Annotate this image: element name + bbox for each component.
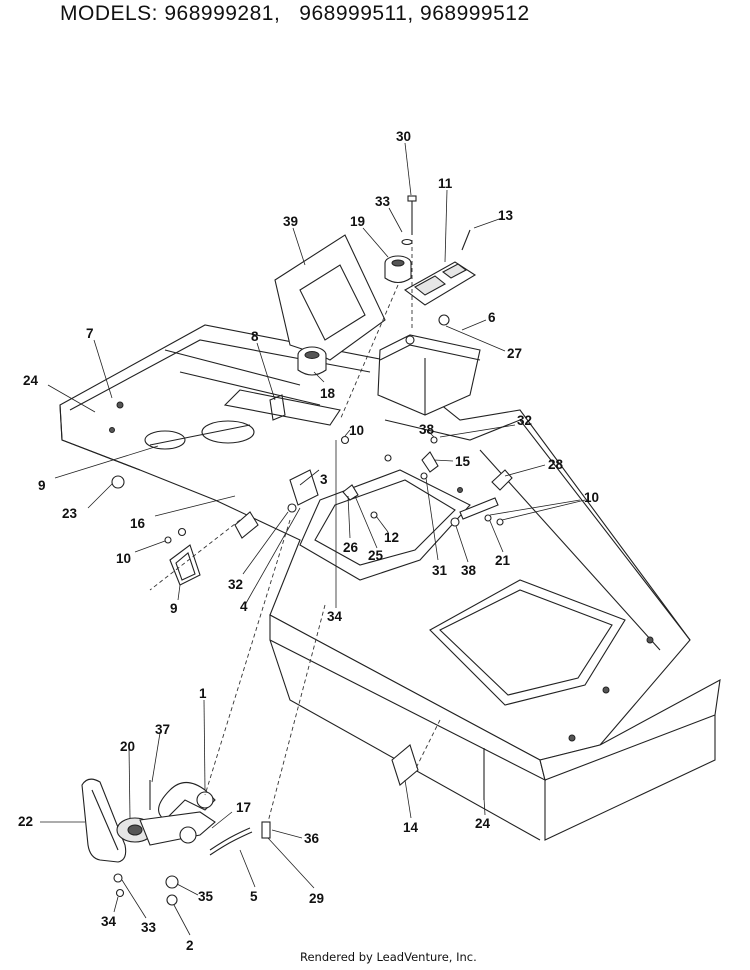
callout-39: 39 [283, 214, 298, 229]
callout-3: 3 [320, 472, 328, 487]
bushing-18 [297, 346, 327, 376]
render-credit: Rendered by LeadVenture, Inc. [300, 950, 477, 964]
callout-24: 24 [475, 816, 491, 831]
callout-28: 28 [548, 457, 564, 472]
callout-9: 9 [38, 478, 46, 493]
callout-15: 15 [455, 454, 471, 469]
callout-23: 23 [62, 506, 78, 521]
callout-labels: 30 33 11 13 39 19 6 27 7 8 18 24 10 38 3… [18, 129, 599, 953]
callout-34: 34 [101, 914, 117, 929]
callout-35: 35 [198, 889, 214, 904]
fasteners [111, 195, 513, 586]
callout-33: 33 [375, 194, 391, 209]
callout-38: 38 [461, 563, 477, 578]
callout-38: 38 [419, 422, 435, 437]
callout-24: 24 [23, 373, 39, 388]
callout-34: 34 [327, 609, 343, 624]
callout-17: 17 [236, 800, 251, 815]
models-title: MODELS: 968999281, 968999511, 968999512 [60, 2, 530, 25]
bracket-39 [274, 234, 386, 361]
callout-4: 4 [240, 599, 248, 614]
callout-19: 19 [350, 214, 365, 229]
callout-10: 10 [116, 551, 131, 566]
callout-6: 6 [488, 310, 496, 325]
leader-lines [40, 142, 586, 936]
callout-5: 5 [250, 889, 258, 904]
callout-20: 20 [120, 739, 135, 754]
callout-22: 22 [18, 814, 33, 829]
callout-12: 12 [384, 530, 399, 545]
frame-plate [59, 324, 721, 841]
callout-36: 36 [304, 831, 320, 846]
switch-11 [403, 261, 477, 306]
callout-8: 8 [251, 329, 259, 344]
callout-32: 32 [517, 413, 532, 428]
assembly-lines [149, 240, 441, 823]
callout-14: 14 [403, 820, 419, 835]
callout-1: 1 [199, 686, 207, 701]
idler-assembly [81, 778, 271, 906]
callout-21: 21 [495, 553, 511, 568]
callout-30: 30 [396, 129, 411, 144]
fuel-tank-6 [377, 314, 481, 416]
callout-27: 27 [507, 346, 522, 361]
callout-26: 26 [343, 540, 359, 555]
callout-31: 31 [432, 563, 448, 578]
callout-32: 32 [228, 577, 243, 592]
callout-25: 25 [368, 548, 384, 563]
callout-16: 16 [130, 516, 146, 531]
callout-7: 7 [86, 326, 94, 341]
callout-11: 11 [438, 176, 453, 191]
callout-13: 13 [498, 208, 514, 223]
callout-18: 18 [320, 386, 336, 401]
callout-29: 29 [309, 891, 324, 906]
bushing-19 [384, 255, 412, 284]
callout-2: 2 [186, 938, 194, 953]
callout-9: 9 [170, 601, 178, 616]
callout-10: 10 [584, 490, 599, 505]
callout-37: 37 [155, 722, 170, 737]
bracket-14 [391, 744, 419, 786]
callout-33: 33 [141, 920, 157, 935]
callout-10: 10 [349, 423, 364, 438]
